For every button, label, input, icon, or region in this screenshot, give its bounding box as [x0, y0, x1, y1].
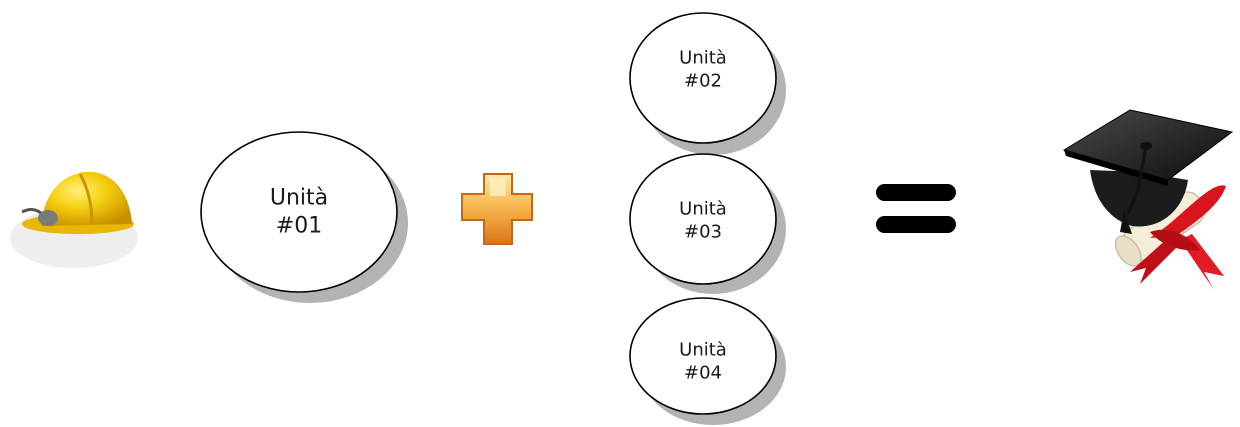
unit-01-node [200, 131, 408, 303]
unit-04-number: #04 [683, 362, 722, 383]
unit-01-number: #01 [275, 213, 323, 238]
unit-03-node [629, 153, 786, 294]
unit-02-label: Unità #02 [679, 48, 727, 93]
unit-02-title: Unità [679, 47, 727, 69]
unit-01-label: Unità #01 [270, 185, 328, 240]
graduation-cap-diploma-icon [1062, 109, 1234, 290]
unit-03-number: #03 [683, 221, 722, 242]
equals-icon [876, 184, 956, 233]
plus-icon [461, 173, 533, 245]
unit-03-title: Unità [679, 198, 727, 220]
unit-01-title: Unità [269, 185, 329, 211]
unit-02-node [629, 12, 786, 155]
unit-04-title: Unità [679, 339, 727, 361]
unit-04-label: Unità #04 [679, 340, 727, 385]
hard-hat-icon [10, 171, 138, 268]
unit-03-label: Unità #03 [679, 199, 727, 244]
unit-04-node [629, 297, 786, 425]
unit-02-number: #02 [683, 70, 722, 91]
